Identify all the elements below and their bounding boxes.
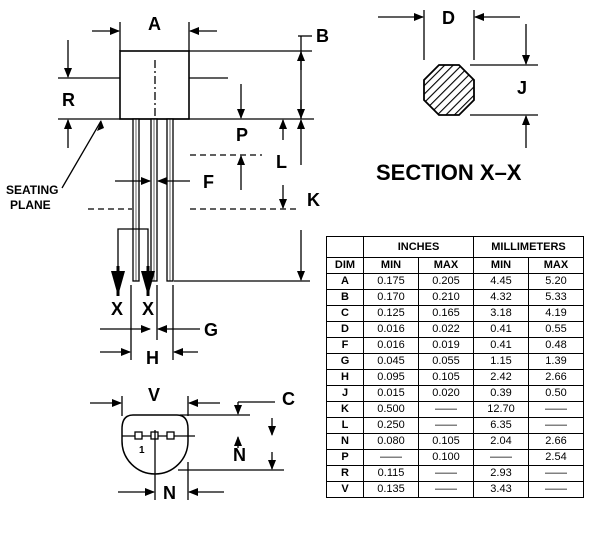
- label-R: R: [62, 90, 75, 110]
- table-row: F 0.016 0.019 0.41 0.48: [326, 337, 584, 354]
- header-mm-max: MAX: [528, 257, 584, 274]
- label-G: G: [204, 320, 218, 340]
- table-row: A 0.175 0.205 4.45 5.20: [326, 273, 584, 290]
- table-row: B 0.170 0.210 4.32 5.33: [326, 289, 584, 306]
- label-H: H: [146, 348, 159, 368]
- section-title: SECTION X–X: [376, 160, 522, 185]
- label-C: C: [282, 389, 295, 409]
- label-P: P: [236, 125, 248, 145]
- header-inches-max: MAX: [418, 257, 474, 274]
- label-X-right: X: [142, 299, 154, 319]
- label-D: D: [442, 8, 455, 28]
- dimensions-table: INCHES MILLIMETERS DIM MIN MAX MIN MAX A…: [326, 236, 584, 498]
- table-row: P —— 0.100 —— 2.54: [326, 449, 584, 466]
- table-row: N 0.080 0.105 2.04 2.66: [326, 433, 584, 450]
- label-V: V: [148, 385, 160, 405]
- header-dim: DIM: [326, 257, 364, 274]
- table-row: K 0.500 —— 12.70 ——: [326, 401, 584, 418]
- label-K: K: [307, 190, 320, 210]
- table-row: G 0.045 0.055 1.15 1.39: [326, 353, 584, 370]
- header-inches-min: MIN: [363, 257, 419, 274]
- pin-pad-1: [134, 431, 143, 440]
- label-B: B: [316, 26, 329, 46]
- label-A: A: [148, 14, 161, 34]
- seating-plane-line-1: SEATING: [6, 183, 58, 197]
- label-N-horizontal: N: [163, 483, 176, 503]
- header-inches: INCHES: [363, 236, 474, 258]
- label-L: L: [276, 152, 287, 172]
- label-J: J: [517, 78, 527, 98]
- table-row: D 0.016 0.022 0.41 0.55: [326, 321, 584, 338]
- lead-section-octagon: [423, 64, 475, 116]
- seating-plane-line-2: PLANE: [10, 198, 51, 212]
- table-row: J 0.015 0.020 0.39 0.50: [326, 385, 584, 402]
- bottom-view-body: [121, 414, 189, 475]
- table-row: V 0.135 —— 3.43 ——: [326, 481, 584, 498]
- table-row: H 0.095 0.105 2.42 2.66: [326, 369, 584, 386]
- label-F: F: [203, 172, 214, 192]
- label-N-vertical: N: [233, 445, 246, 465]
- table-row: C 0.125 0.165 3.18 4.19: [326, 305, 584, 322]
- header-millimeters: MILLIMETERS: [473, 236, 584, 258]
- pin-pad-3: [166, 431, 175, 440]
- label-pin-1: 1: [139, 445, 145, 456]
- label-X-left: X: [111, 299, 123, 319]
- table-row: L 0.250 —— 6.35 ——: [326, 417, 584, 434]
- table-row: R 0.115 —— 2.93 ——: [326, 465, 584, 482]
- header-mm-min: MIN: [473, 257, 529, 274]
